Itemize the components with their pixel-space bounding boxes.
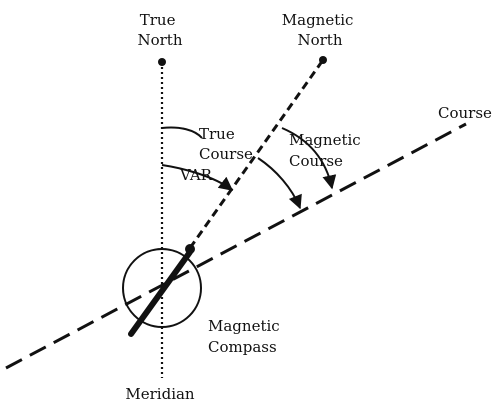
magnetic-course-arc	[281, 127, 337, 190]
course-label: Course	[438, 104, 492, 122]
meridian-label: Meridian	[125, 385, 195, 403]
true-north-point	[158, 58, 166, 66]
magnetic-north-point	[319, 56, 327, 64]
compass-needle	[128, 249, 193, 337]
true-course-label: True Course	[199, 125, 253, 163]
course-line	[5, 122, 467, 370]
magnetic-compass-label: Magnetic Compass	[208, 317, 284, 356]
true-to-course-arc	[257, 157, 302, 210]
var-arc	[161, 164, 234, 191]
magnetic-compass-circle	[122, 248, 202, 328]
compass-needle-tip	[185, 244, 195, 254]
true-course-arc	[161, 126, 203, 139]
true-north-label: True North	[137, 11, 182, 49]
magnetic-course-label: Magnetic Course	[289, 131, 365, 170]
var-label: VAR	[179, 166, 213, 184]
magnetic-north-label: Magnetic North	[282, 11, 358, 49]
